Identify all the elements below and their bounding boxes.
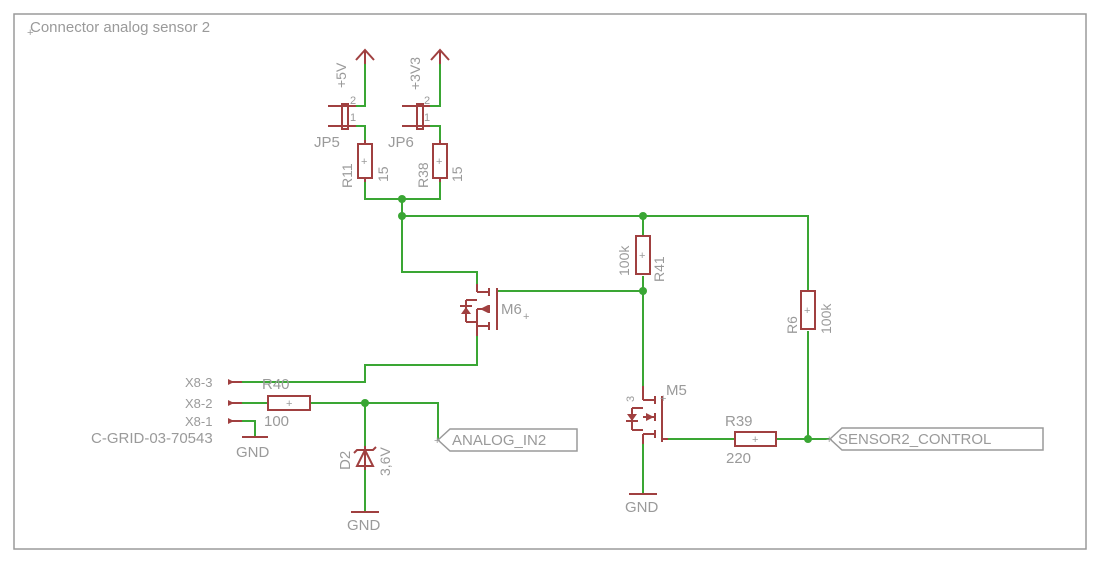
wire-top-bus bbox=[402, 215, 809, 290]
zener-d2: D2 3,6V bbox=[337, 446, 393, 476]
r11-value: 15 bbox=[375, 166, 391, 182]
origin-mark: + bbox=[27, 27, 33, 39]
wire-5v-jp5 bbox=[356, 62, 366, 107]
wire-bus-m6 bbox=[401, 216, 478, 284]
supply-3v3: +3V3 bbox=[407, 48, 450, 90]
x8-pin3-label: X8-3 bbox=[185, 375, 212, 390]
jp6-pin1: 1 bbox=[424, 112, 430, 124]
r41-label: R41 bbox=[651, 256, 667, 282]
jumper-jp5: 2 1 JP5 bbox=[314, 95, 356, 151]
r38-value: 15 bbox=[449, 166, 465, 182]
ground-x8: GND bbox=[236, 436, 270, 461]
r6-value: 100k bbox=[818, 303, 834, 334]
mosfet-m6: M6 + bbox=[460, 284, 529, 336]
wire-r40-analog bbox=[311, 402, 439, 440]
resistor-r41: + 100k R41 bbox=[616, 235, 667, 282]
resistor-r39: + R39 220 bbox=[725, 413, 777, 467]
jp6-label: JP6 bbox=[388, 134, 414, 151]
junction-dot bbox=[398, 212, 406, 220]
r6-plus: + bbox=[804, 305, 810, 317]
jp5-pin1: 1 bbox=[350, 112, 356, 124]
r41-value: 100k bbox=[616, 245, 632, 276]
r38-plus: + bbox=[436, 156, 442, 168]
mosfet-m5: 3 M5 + bbox=[625, 382, 687, 444]
m6-label: M6 bbox=[501, 301, 522, 318]
r40-label: R40 bbox=[262, 376, 290, 393]
r11-plus: + bbox=[361, 156, 367, 168]
x8-part-label: C-GRID-03-70543 bbox=[91, 430, 213, 447]
jumper-jp6: 2 1 JP6 bbox=[388, 95, 430, 151]
junction-dot bbox=[804, 435, 812, 443]
r41-plus: + bbox=[639, 250, 645, 262]
connector-x8: X8-3 X8-2 X8-1 C-GRID-03-70543 bbox=[91, 375, 242, 447]
m5-pin: 3 bbox=[625, 396, 637, 402]
r38-label: R38 bbox=[415, 162, 431, 188]
supply-5v-label: +5V bbox=[333, 62, 349, 88]
r40-value: 100 bbox=[264, 413, 289, 430]
d2-value: 3,6V bbox=[377, 447, 393, 476]
svg-text:+: + bbox=[434, 435, 440, 447]
r39-value: 220 bbox=[726, 450, 751, 467]
junction-dot bbox=[361, 399, 369, 407]
gnd-label: GND bbox=[347, 517, 381, 534]
wire-m6-x83 bbox=[242, 335, 478, 383]
wire-jp5-r11 bbox=[356, 125, 366, 140]
ground-d2: GND bbox=[347, 511, 381, 534]
m6-origin: + bbox=[523, 311, 529, 323]
r39-label: R39 bbox=[725, 413, 753, 430]
svg-text:+: + bbox=[826, 434, 832, 446]
r39-plus: + bbox=[752, 434, 758, 446]
r11-label: R11 bbox=[339, 163, 355, 188]
gnd-label: GND bbox=[625, 499, 659, 516]
m5-label: M5 bbox=[666, 382, 687, 399]
junction-dot bbox=[639, 287, 647, 295]
port-analog-in2: + ANALOG_IN2 bbox=[434, 428, 578, 452]
gnd-label: GND bbox=[236, 444, 270, 461]
supply-3v3-label: +3V3 bbox=[407, 57, 423, 90]
sheet-title: Connector analog sensor 2 bbox=[30, 19, 210, 36]
resistor-r6: + R6 100k bbox=[784, 290, 834, 334]
jp6-pin2: 2 bbox=[424, 95, 430, 107]
x8-pin1-label: X8-1 bbox=[185, 414, 212, 429]
resistor-r11: + R11 15 bbox=[339, 140, 391, 188]
junction-dot bbox=[639, 212, 647, 220]
sheet-frame bbox=[13, 13, 1087, 550]
junction-dot bbox=[398, 195, 406, 203]
x8-pin2-label: X8-2 bbox=[185, 396, 212, 411]
resistor-r40: + R40 100 bbox=[262, 376, 311, 430]
resistor-r38: + R38 15 bbox=[415, 140, 465, 188]
sensor2-control-label: SENSOR2_CONTROL bbox=[838, 431, 991, 448]
analog-in2-label: ANALOG_IN2 bbox=[452, 432, 546, 449]
jp5-pin2: 2 bbox=[350, 95, 356, 107]
ground-m5: GND bbox=[625, 493, 659, 516]
junctions bbox=[361, 195, 812, 443]
r6-label: R6 bbox=[784, 316, 800, 334]
m5-origin: + bbox=[660, 393, 666, 405]
d2-label: D2 bbox=[337, 451, 354, 470]
jp5-label: JP5 bbox=[314, 134, 340, 151]
port-sensor2-control: + SENSOR2_CONTROL bbox=[826, 427, 1044, 451]
wire-3v3-jp6 bbox=[430, 62, 441, 107]
supply-5v: +5V bbox=[333, 48, 375, 88]
r40-plus: + bbox=[286, 398, 292, 410]
wire-x81-gnd bbox=[242, 420, 256, 437]
wire-jp6-r38 bbox=[430, 125, 441, 140]
